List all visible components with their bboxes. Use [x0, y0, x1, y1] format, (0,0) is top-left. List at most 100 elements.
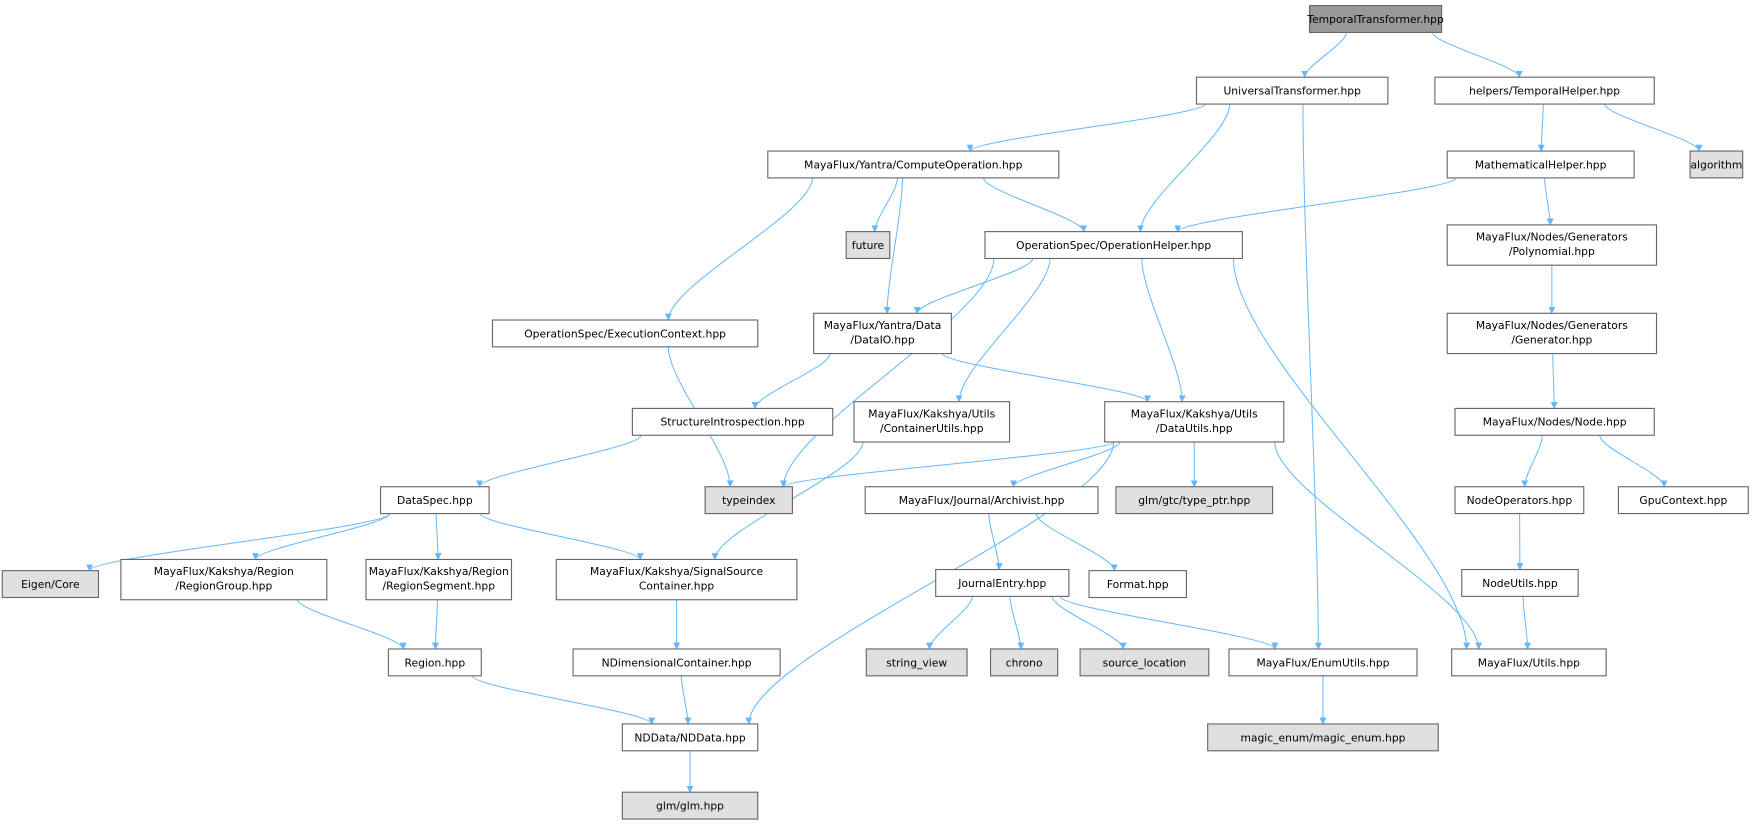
node-box[interactable] — [935, 568, 1070, 597]
node-me[interactable]: magic_enum/magic_enum.hpp — [1207, 723, 1439, 752]
node-glm[interactable]: glm/glm.hpp — [621, 791, 759, 820]
node-mh[interactable]: MathematicalHelper.hpp — [1446, 150, 1635, 179]
node-box[interactable] — [1079, 648, 1210, 677]
node-label: algorithm — [1690, 158, 1742, 171]
node-node[interactable]: MayaFlux/Nodes/Node.hpp — [1454, 407, 1655, 436]
node-box[interactable] — [1689, 150, 1744, 179]
edge-du-to-nd — [745, 441, 1115, 725]
node-box[interactable] — [1446, 312, 1658, 355]
node-box[interactable] — [813, 312, 952, 355]
node-box[interactable] — [555, 558, 798, 601]
node-ut[interactable]: UniversalTransformer.hpp — [1195, 76, 1389, 105]
node-box[interactable] — [120, 558, 328, 601]
node-sv[interactable]: string_view — [865, 648, 968, 677]
node-poly[interactable]: MayaFlux/Nodes/Generators/Polynomial.hpp — [1446, 224, 1658, 266]
node-box[interactable] — [387, 648, 482, 677]
node-box[interactable] — [865, 648, 968, 677]
node-box[interactable] — [621, 791, 759, 820]
edge-ds-to-rg — [252, 513, 391, 561]
node-si[interactable]: StructureIntrospection.hpp — [631, 407, 834, 436]
node-label: NDData/NDData.hpp — [634, 731, 746, 744]
node-label: magic_enum/magic_enum.hpp — [1240, 731, 1405, 744]
node-label: MayaFlux/Nodes/Generators — [1476, 319, 1628, 332]
node-gen[interactable]: MayaFlux/Nodes/Generators/Generator.hpp — [1446, 312, 1658, 355]
node-tt[interactable]: TemporalTransformer.hpp — [1306, 5, 1444, 34]
node-ds[interactable]: DataSpec.hpp — [379, 486, 490, 515]
node-box[interactable] — [864, 486, 1099, 515]
node-box[interactable] — [1195, 76, 1389, 105]
node-box[interactable] — [1446, 224, 1658, 266]
node-eig[interactable]: Eigen/Core — [1, 570, 100, 599]
node-box[interactable] — [631, 407, 834, 436]
node-box[interactable] — [1, 570, 100, 599]
node-nd[interactable]: NDData/NDData.hpp — [621, 723, 759, 752]
node-oh[interactable]: OperationSpec/OperationHelper.hpp — [984, 231, 1243, 260]
node-box[interactable] — [1115, 486, 1274, 515]
node-ndc[interactable]: NDimensionalContainer.hpp — [572, 648, 781, 677]
node-alg[interactable]: algorithm — [1689, 150, 1744, 179]
node-box[interactable] — [621, 723, 759, 752]
node-label: MayaFlux/Yantra/ComputeOperation.hpp — [804, 158, 1022, 171]
node-box[interactable] — [572, 648, 781, 677]
edge-mh-to-poly — [1544, 177, 1554, 226]
node-box[interactable] — [1617, 486, 1749, 515]
node-label: MayaFlux/Kakshya/Utils — [1131, 407, 1258, 420]
node-nu[interactable]: NodeUtils.hpp — [1461, 568, 1579, 597]
node-nop[interactable]: NodeOperators.hpp — [1454, 486, 1585, 515]
node-gpu[interactable]: GpuContext.hpp — [1617, 486, 1749, 515]
edge-arc-to-je — [988, 513, 1003, 571]
edge-dio-to-du — [941, 353, 1151, 403]
node-label: chrono — [1006, 656, 1043, 669]
node-box[interactable] — [845, 231, 891, 260]
node-utl[interactable]: MayaFlux/Utils.hpp — [1451, 648, 1607, 677]
node-box[interactable] — [1461, 568, 1579, 597]
node-ec[interactable]: OperationSpec/ExecutionContext.hpp — [491, 319, 759, 348]
node-box[interactable] — [365, 558, 513, 601]
node-arc[interactable]: MayaFlux/Journal/Archivist.hpp — [864, 486, 1099, 515]
node-label: JournalEntry.hpp — [957, 577, 1046, 590]
node-je[interactable]: JournalEntry.hpp — [935, 568, 1070, 597]
node-box[interactable] — [853, 401, 1011, 443]
edge-co-to-oh — [982, 177, 1088, 233]
edges-layer — [86, 32, 1703, 793]
node-rs[interactable]: MayaFlux/Kakshya/Region/RegionSegment.hp… — [365, 558, 513, 601]
edge-co-to-fut — [871, 177, 898, 233]
node-box[interactable] — [704, 486, 793, 515]
node-box[interactable] — [1451, 648, 1607, 677]
node-box[interactable] — [1454, 486, 1585, 515]
node-box[interactable] — [1088, 570, 1187, 599]
node-label: /Polynomial.hpp — [1509, 245, 1595, 258]
node-dio[interactable]: MayaFlux/Yantra/Data/DataIO.hpp — [813, 312, 952, 355]
node-box[interactable] — [984, 231, 1243, 260]
node-th[interactable]: helpers/TemporalHelper.hpp — [1434, 76, 1655, 105]
node-box[interactable] — [491, 319, 759, 348]
node-box[interactable] — [1308, 5, 1443, 34]
node-label: future — [852, 239, 885, 252]
node-box[interactable] — [1434, 76, 1655, 105]
edge-dio-to-si — [751, 353, 831, 410]
node-chr[interactable]: chrono — [989, 648, 1059, 677]
node-du[interactable]: MayaFlux/Kakshya/Utils/DataUtils.hpp — [1104, 401, 1285, 443]
node-box[interactable] — [1454, 407, 1655, 436]
node-ti[interactable]: typeindex — [704, 486, 793, 515]
node-label: MayaFlux/Nodes/Node.hpp — [1483, 416, 1627, 429]
node-box[interactable] — [1446, 150, 1635, 179]
node-gtc[interactable]: glm/gtc/type_ptr.hpp — [1115, 486, 1274, 515]
node-co[interactable]: MayaFlux/Yantra/ComputeOperation.hpp — [767, 150, 1060, 179]
node-rg[interactable]: MayaFlux/Kakshya/Region/RegionGroup.hpp — [120, 558, 328, 601]
node-box[interactable] — [1228, 648, 1418, 677]
node-fut[interactable]: future — [845, 231, 891, 260]
node-label: NodeUtils.hpp — [1482, 577, 1558, 590]
node-box[interactable] — [1104, 401, 1285, 443]
node-box[interactable] — [1207, 723, 1439, 752]
node-box[interactable] — [767, 150, 1060, 179]
node-reg[interactable]: Region.hpp — [387, 648, 482, 677]
node-box[interactable] — [989, 648, 1059, 677]
node-ssc[interactable]: MayaFlux/Kakshya/SignalSourceContainer.h… — [555, 558, 798, 601]
node-fmt[interactable]: Format.hpp — [1088, 570, 1187, 599]
node-label: typeindex — [722, 494, 775, 507]
node-box[interactable] — [379, 486, 490, 515]
node-eu[interactable]: MayaFlux/EnumUtils.hpp — [1228, 648, 1418, 677]
node-sl[interactable]: source_location — [1079, 648, 1210, 677]
node-cu[interactable]: MayaFlux/Kakshya/Utils/ContainerUtils.hp… — [853, 401, 1011, 443]
